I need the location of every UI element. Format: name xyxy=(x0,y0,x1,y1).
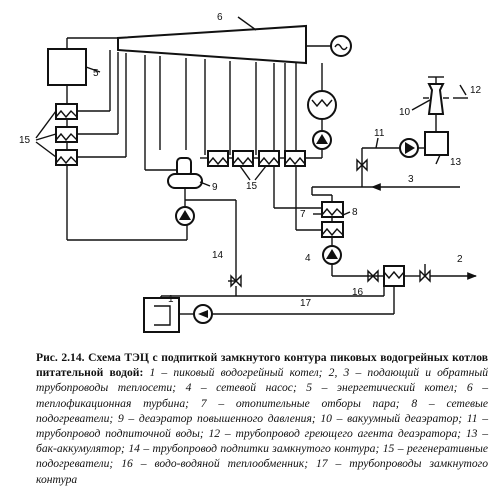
figure-caption: Рис. 2.14. Схема ТЭЦ с подпиткой замкнут… xyxy=(36,350,488,487)
network-pump xyxy=(322,245,342,265)
label-6: 6 xyxy=(217,12,223,23)
regenerative-heaters-row xyxy=(207,150,306,167)
label-16: 16 xyxy=(352,287,364,298)
network-heaters xyxy=(321,201,344,238)
vacuum-deaerator xyxy=(423,83,449,115)
turbine xyxy=(117,16,331,65)
label-14: 14 xyxy=(212,250,224,261)
condensate-pump xyxy=(312,130,332,150)
feed-pump xyxy=(175,206,195,226)
label-4: 4 xyxy=(305,253,311,264)
label-2: 2 xyxy=(457,254,463,265)
storage-tank xyxy=(424,131,449,156)
caption-title: Рис. 2.14. Схема ТЭЦ с подпиткой замкнут… xyxy=(36,351,488,380)
valve-16 xyxy=(367,269,379,283)
closed-loop-pump xyxy=(193,304,213,324)
makeup-pump xyxy=(399,138,419,158)
thermal-scheme-diagram: 1 2 3 4 5 6 7 8 9 10 11 12 13 14 15 15 1… xyxy=(19,12,482,333)
label-13: 13 xyxy=(450,157,462,168)
label-11: 11 xyxy=(374,128,385,139)
valve-2 xyxy=(419,264,431,283)
label-15-row: 15 xyxy=(246,181,258,192)
valve-14 xyxy=(228,274,242,288)
condenser xyxy=(307,90,337,120)
label-10: 10 xyxy=(399,107,411,118)
label-17: 17 xyxy=(300,298,312,309)
label-3: 3 xyxy=(408,174,414,185)
peak-water-boiler xyxy=(143,297,180,333)
deaerator xyxy=(167,157,203,189)
generator xyxy=(330,35,352,57)
regenerative-heaters-left xyxy=(55,103,78,166)
valve-11 xyxy=(356,158,368,172)
label-7: 7 xyxy=(300,209,306,220)
label-5: 5 xyxy=(93,68,99,79)
label-12: 12 xyxy=(470,85,482,96)
caption-body: 1 – пиковый водогрейный котел; 2, 3 – по… xyxy=(36,366,488,486)
label-15-left: 15 xyxy=(19,135,31,146)
label-1: 1 xyxy=(168,294,174,305)
label-8: 8 xyxy=(352,207,358,218)
power-boiler xyxy=(47,48,87,86)
label-9: 9 xyxy=(212,182,218,193)
